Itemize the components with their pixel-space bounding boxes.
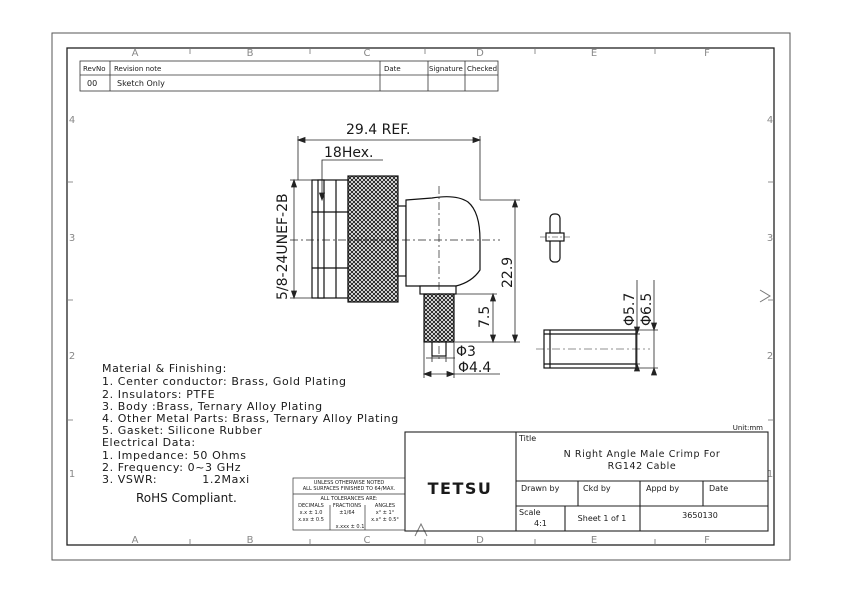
zone-col-c: C [364,48,371,59]
zone-row-3-right: 3 [767,233,773,244]
rev-header-revno: RevNo [83,65,106,73]
tol-frac1: ±1/64 [339,510,354,516]
material-notes: Material & Finishing: 1. Center conducto… [102,362,399,486]
connector-front-hex [311,179,349,299]
centering-marks [414,289,771,537]
dim-overall-length: 29.4 REF. [346,122,410,138]
rohs-compliant: RoHS Compliant. [136,491,237,505]
zone-row-3: 3 [69,233,75,244]
dimension-lines [290,136,520,378]
zone-col-e: E [591,48,597,59]
zone-ticks [67,48,774,545]
note-line: 2. Insulators: PTFE [102,388,215,401]
zone-row-1-right: 1 [767,469,773,480]
drawn-by-label: Drawn by [521,484,560,493]
note-line: 1. Impedance: 50 Ohms [102,449,247,462]
tol-col-fractions: FRACTIONS [333,503,361,509]
zone-col-f: F [704,48,710,59]
rev-row-note: Sketch Only [117,79,165,88]
unit-label: Unit:mm [733,424,763,432]
zone-col-b: B [247,48,254,59]
tol-line2: ALL SURFACES FINISHED TO 64/MAX. [303,486,396,492]
tol-dec3: x.xxx ± 0.1 [336,524,365,530]
company-logo: TETSU [428,479,493,498]
tol-line3: ALL TOLERANCES ARE: [320,496,377,502]
outer-frame [51,32,791,561]
tol-col-decimals: DECIMALS [298,503,324,509]
rev-header-signature: Signature [429,65,463,73]
tol-dec2: x.xx ± 0.5 [298,517,324,523]
zone-col-f-bottom: F [704,535,710,546]
tol-ang1: x° ± 1° [376,510,395,516]
note-line: 4. Other Metal Parts: Brass, Ternary All… [102,412,399,425]
zone-row-2-right: 2 [767,351,773,362]
tol-ang2: x.x° ± 0.5° [371,517,399,523]
title-block [404,431,769,532]
date-label: Date [709,484,728,493]
note-line: 5. Gasket: Silicone Rubber [102,424,262,437]
zone-row-4: 4 [69,115,75,126]
scale-label: Scale [519,508,541,517]
rev-header-note: Revision note [114,65,161,73]
title-label: Title [518,434,536,443]
zone-col-b-bottom: B [247,535,254,546]
dim-thread: 5/8-24UNEF-2B [275,193,291,300]
scale-value: 4:1 [534,519,547,528]
retaining-clip [545,213,565,263]
zone-row-2: 2 [69,351,75,362]
zone-col-d-bottom: D [476,535,484,546]
dim-ferrule-dia: Φ4.4 [458,360,491,376]
note-line: 3. Body :Brass, Ternary Alloy Plating [102,400,323,413]
dim-ferrule-length: 7.5 [477,306,493,328]
dim-pin-dia: Φ3 [456,344,476,360]
rev-header-date: Date [384,65,401,73]
zone-col-e-bottom: E [591,535,597,546]
zone-row-4-right: 4 [767,115,773,126]
dim-height: 22.9 [500,257,516,288]
knurled-coupling-nut [347,175,399,303]
note-line: Material & Finishing: [102,362,227,375]
part-number: 3650130 [682,511,718,520]
dim-sleeve-inner-dia: Φ5.7 [622,293,638,326]
title-line-1: N Right Angle Male Crimp For [564,449,721,460]
elbow-body [405,196,481,287]
note-line: 1. Center conductor: Brass, Gold Plating [102,375,347,388]
note-line: 3. VSWR: 1.2Maxi [102,473,250,486]
dim-hex: 18Hex. [324,145,373,161]
note-line: 2. Frequency: 0~3 GHz [102,461,241,474]
zone-row-1: 1 [69,469,75,480]
title-line-2: RG142 Cable [608,461,677,472]
ckd-by-label: Ckd by [583,484,611,493]
zone-col-c-bottom: C [364,535,371,546]
zone-col-a-bottom: A [132,535,139,546]
revision-table [79,60,499,92]
tol-dec1: x.x ± 1.0 [300,510,323,516]
inner-frame [66,47,775,546]
zone-col-a: A [132,48,139,59]
note-line: Electrical Data: [102,436,196,449]
tol-line1: UNLESS OTHERWISE NOTED [314,480,385,486]
dim-sleeve-outer-dia: Φ6.5 [639,293,655,326]
rev-header-checked: Checked [467,65,497,73]
connector-drawing [290,175,500,362]
sleeve-dimension-lines [633,280,658,376]
sheet-number: Sheet 1 of 1 [578,514,627,523]
zone-col-d: D [476,48,484,59]
appd-by-label: Appd by [646,484,679,493]
tol-col-angles: ANGLES [375,503,395,509]
rev-row-revno: 00 [87,79,97,88]
